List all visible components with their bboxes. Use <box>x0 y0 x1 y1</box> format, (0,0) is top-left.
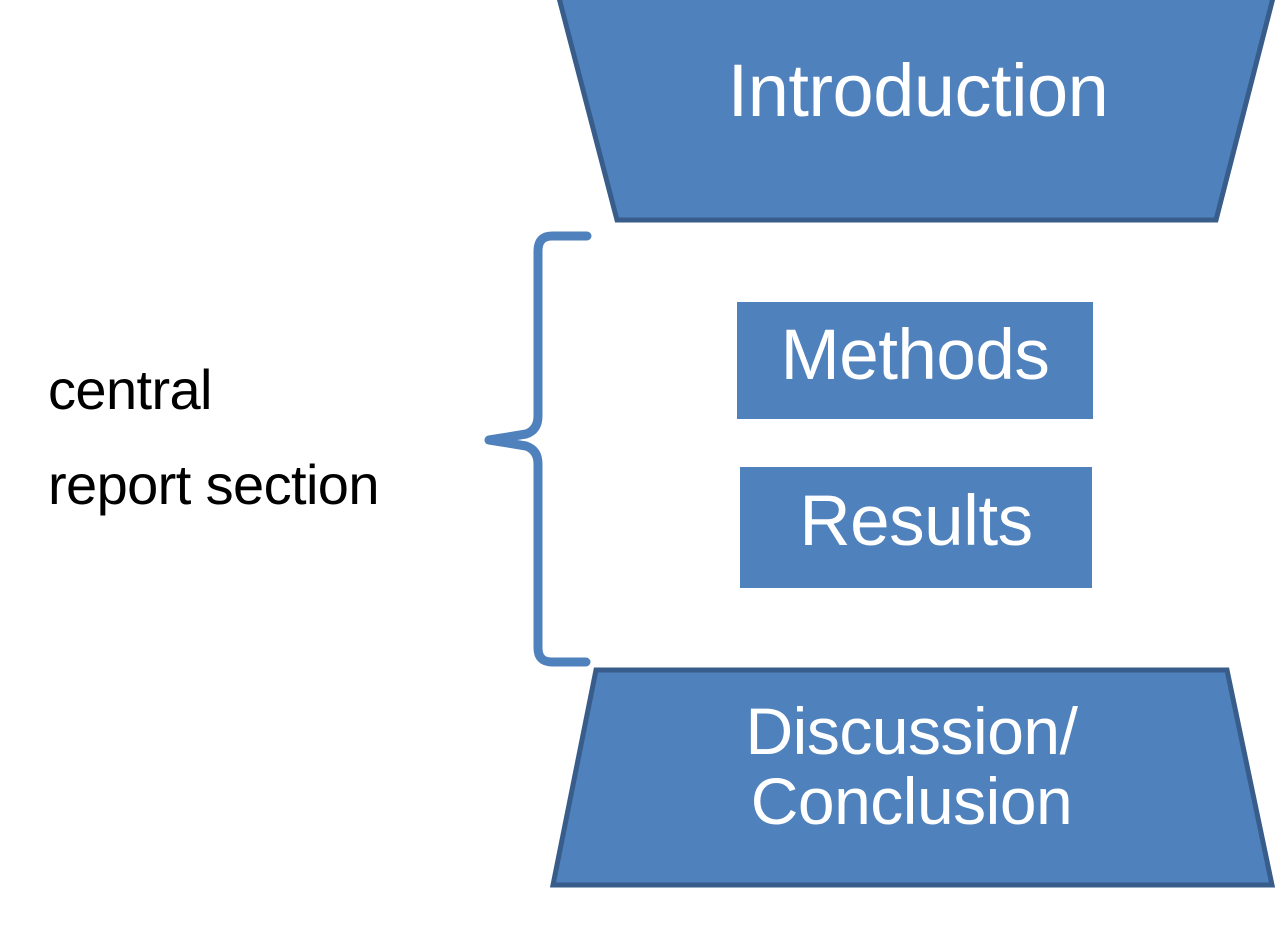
shape-methods[interactable] <box>737 302 1093 419</box>
shape-results[interactable] <box>740 467 1092 588</box>
left-curly-brace-icon <box>484 231 592 667</box>
shape-discussion-conclusion[interactable] <box>549 667 1276 888</box>
annotation-central-report-section: central report section <box>48 358 379 517</box>
shape-introduction[interactable] <box>556 0 1276 223</box>
